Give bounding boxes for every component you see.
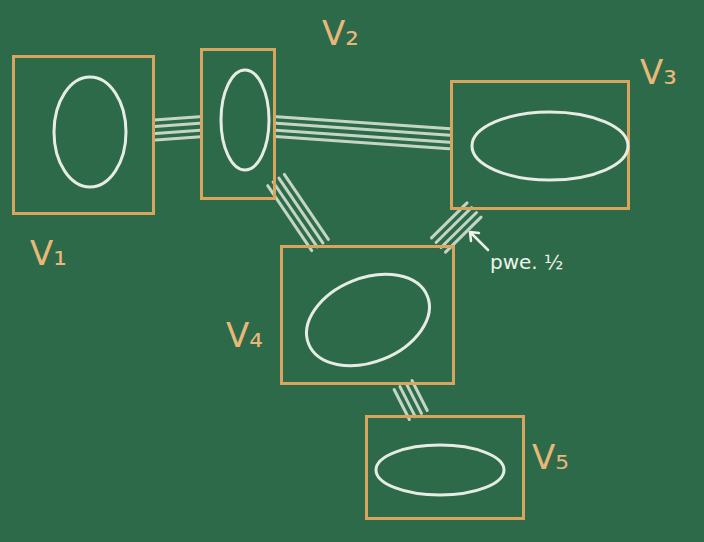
ellipse-outline bbox=[221, 70, 269, 170]
edge-line bbox=[154, 117, 199, 120]
vertex-set-ellipse bbox=[15, 58, 158, 218]
ellipse-outline bbox=[472, 112, 628, 180]
edge-line bbox=[155, 130, 200, 133]
edge-line bbox=[273, 182, 317, 247]
edge-line bbox=[275, 137, 449, 149]
annotation-note: pwe. ½ bbox=[490, 252, 563, 272]
set-label: V₁ bbox=[30, 236, 67, 270]
callout-arrow bbox=[470, 232, 488, 250]
edge-line bbox=[156, 137, 201, 140]
vertex-set-ellipse bbox=[283, 248, 458, 388]
vertex-set-box: V₄ bbox=[280, 245, 455, 385]
vertex-set-box: V₅ bbox=[365, 415, 525, 520]
vertex-set-box: V₂ bbox=[200, 48, 276, 200]
edge-line bbox=[441, 212, 477, 247]
edge-bundle bbox=[154, 117, 200, 140]
edge-line bbox=[406, 383, 421, 413]
vertex-set-box: V₃ bbox=[450, 80, 630, 210]
ellipse-outline bbox=[376, 445, 504, 495]
edge-line bbox=[400, 387, 415, 417]
set-label: V₄ bbox=[226, 318, 263, 352]
set-label: V₂ bbox=[322, 16, 359, 50]
edge-line bbox=[436, 208, 472, 243]
vertex-set-box: V₁ bbox=[12, 55, 155, 215]
edge-line bbox=[277, 117, 451, 129]
edge-line bbox=[276, 130, 450, 142]
edge-bundle bbox=[275, 117, 450, 149]
vertex-set-ellipse bbox=[453, 83, 633, 213]
set-label: V₅ bbox=[532, 440, 569, 474]
vertex-set-ellipse bbox=[368, 418, 528, 523]
edge-bundle bbox=[394, 380, 427, 419]
ellipse-outline bbox=[293, 257, 443, 383]
set-label: V₃ bbox=[640, 55, 677, 89]
edge-line bbox=[155, 123, 200, 126]
ellipse-outline bbox=[54, 77, 126, 187]
edge-bundle bbox=[268, 174, 329, 250]
vertex-set-ellipse bbox=[203, 51, 279, 203]
